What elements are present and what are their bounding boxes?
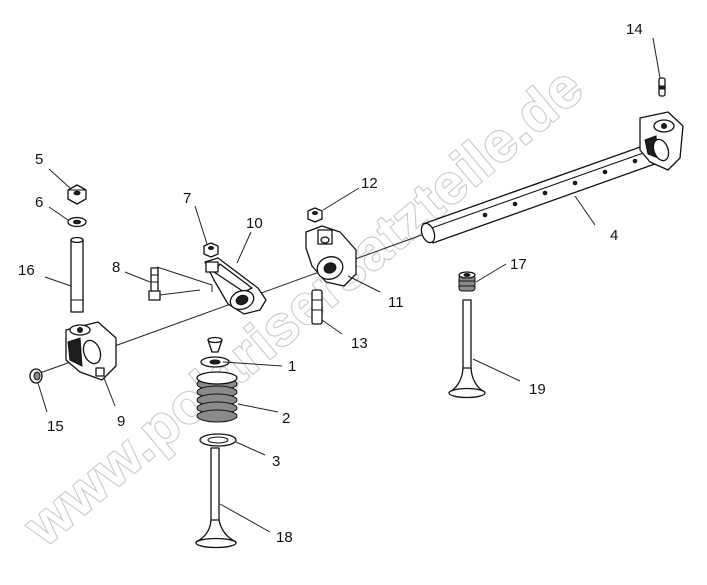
callout-18: 18 (276, 529, 293, 546)
spring-seat (199, 433, 237, 447)
callout-10: 10 (246, 215, 263, 232)
callout-2: 2 (282, 410, 290, 427)
leader-lines (37, 37, 661, 533)
callout-14: 14 (626, 21, 643, 38)
callout-5: 5 (35, 151, 43, 168)
watermark: www.polarisersatzteile.de (11, 54, 594, 558)
rocker-arm-left (204, 257, 267, 315)
lock-nut-right (307, 207, 323, 223)
washer (67, 216, 87, 228)
callout-4: 4 (610, 227, 618, 244)
callout-15: 15 (47, 418, 64, 435)
callout-12: 12 (361, 175, 378, 192)
callout-7: 7 (183, 190, 191, 207)
rocker-arm-right (305, 225, 357, 287)
rocker-shaft (420, 139, 670, 244)
adjusting-screw (148, 267, 161, 301)
stud (70, 236, 84, 313)
callout-16: 16 (18, 262, 35, 279)
shaft-support-left (65, 321, 117, 381)
valve-spring (196, 371, 238, 423)
plug (29, 368, 43, 384)
adjusting-screw-right (311, 289, 323, 325)
callout-13: 13 (351, 335, 368, 352)
valve-left (195, 447, 237, 549)
callout-1: 1 (288, 358, 296, 375)
callout-9: 9 (117, 413, 125, 430)
callout-11: 11 (388, 294, 404, 311)
lock-nut (203, 242, 219, 258)
callout-8: 8 (112, 259, 120, 276)
shaft-support-right (639, 111, 684, 171)
nut (67, 184, 87, 205)
callout-labels: 1 2 3 4 5 6 7 8 9 10 11 12 13 14 15 16 1… (18, 21, 643, 546)
valve-right (448, 299, 486, 399)
pin (658, 77, 666, 97)
callout-17: 17 (510, 256, 527, 273)
valve-seal (458, 271, 476, 292)
callout-3: 3 (272, 453, 280, 470)
callout-19: 19 (529, 381, 546, 398)
callout-6: 6 (35, 194, 43, 211)
